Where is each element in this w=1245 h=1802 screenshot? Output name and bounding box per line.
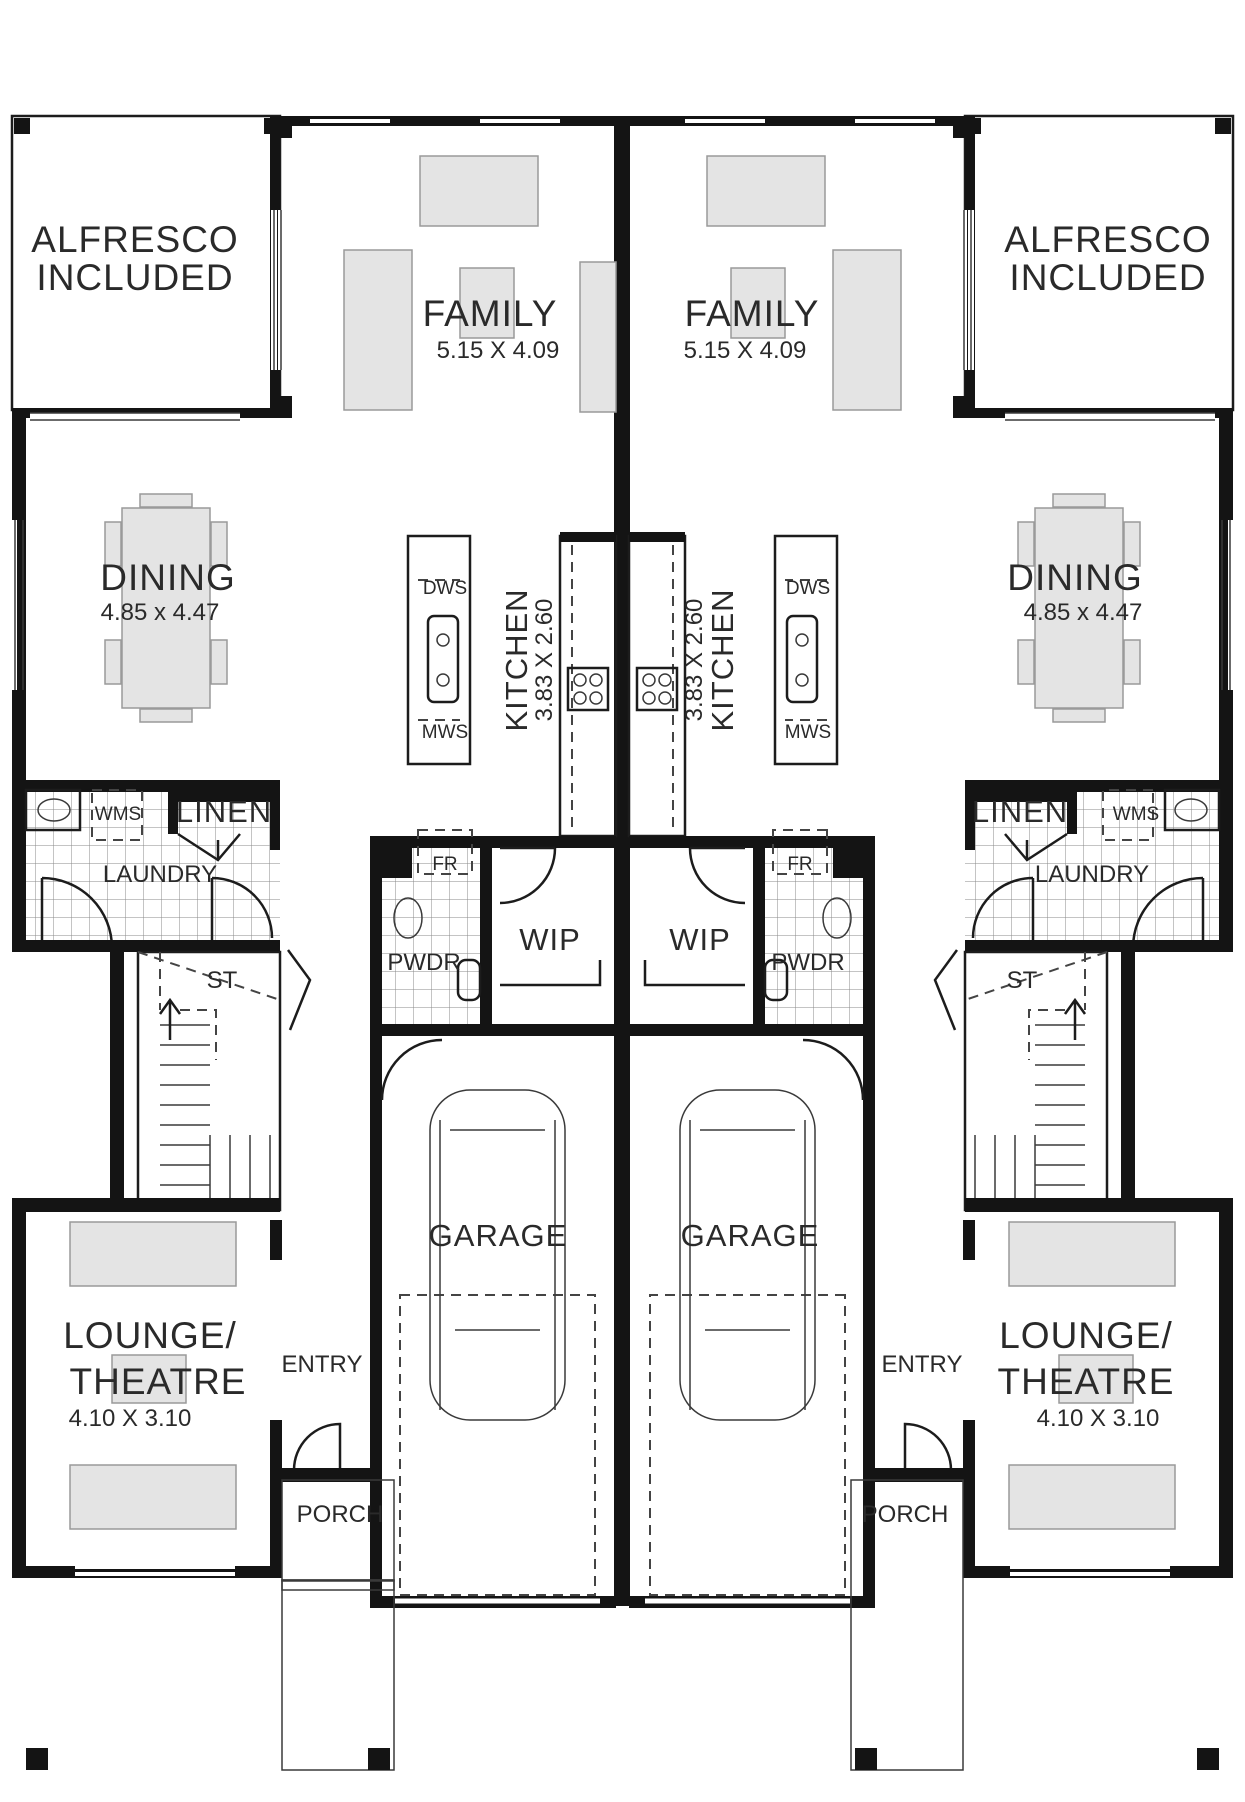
label-alfresco-left-line1: ALFRESCO [31,219,238,260]
label-dining-left-dim: 4.85 x 4.47 [101,599,220,626]
label-dws-left: DWS [423,578,467,599]
label-alfresco-right-line1: ALFRESCO [1004,219,1211,260]
label-st-right: ST [1007,967,1038,994]
label-laundry-right: LAUNDRY [1035,861,1149,888]
tv-unit-left [579,261,617,413]
sofa-lounge-top-left [69,1221,237,1287]
label-porch-right: PORCH [862,1501,949,1528]
label-porch-left: PORCH [297,1501,384,1528]
label-dining-right-dim: 4.85 x 4.47 [1024,599,1143,626]
label-entry-left: ENTRY [282,1351,363,1378]
label-garage-right: GARAGE [681,1218,820,1253]
label-kitchen-right: KITCHEN [705,588,740,731]
sofa-family-side-left [343,249,413,411]
label-garage-left: GARAGE [429,1218,568,1253]
label-dining-left: DINING [100,557,236,598]
label-lounge-right-line2: THEATRE [998,1361,1175,1402]
label-st-left: ST [207,967,238,994]
label-fr-left: FR [432,854,457,875]
label-lounge-left-dim: 4.10 X 3.10 [69,1405,192,1432]
label-kitchen-left-dim: 3.83 X 2.60 [531,599,558,722]
kitchen-island-left [406,534,472,766]
label-dining-right: DINING [1007,557,1143,598]
label-laundry-left: LAUNDRY [103,861,217,888]
label-kitchen-right-dim: 3.83 X 2.60 [681,599,708,722]
label-mws-left: MWS [422,722,468,743]
label-lounge-left-line1: LOUNGE/ [63,1315,237,1356]
label-fr-right: FR [787,854,812,875]
room-labels: ALFRESCO INCLUDED FAMILY 5.15 X 4.09 DIN… [31,219,1211,1528]
label-pwdr-left: PWDR [387,949,460,976]
label-linen-right: LINEN [972,794,1068,829]
label-kitchen-left: KITCHEN [499,588,534,731]
sofa-family-top-left [419,155,539,227]
wall-top [270,116,615,126]
label-lounge-right-line1: LOUNGE/ [999,1315,1173,1356]
label-mws-right: MWS [785,722,831,743]
label-pwdr-right: PWDR [771,949,844,976]
car-left [429,1089,566,1421]
label-alfresco-right-line2: INCLUDED [1009,257,1206,298]
label-family-right: FAMILY [685,293,820,334]
dining-table-left [121,507,211,709]
label-entry-right: ENTRY [882,1351,963,1378]
label-wip-left: WIP [519,922,581,957]
party-wall [614,116,630,1606]
label-wms-left: WMS [95,804,141,825]
unit-right [627,114,1235,1771]
label-family-left-dim: 5.15 X 4.09 [437,337,560,364]
unit-left [10,114,630,1771]
label-lounge-right-dim: 4.10 X 3.10 [1037,1405,1160,1432]
label-alfresco-left-line2: INCLUDED [36,257,233,298]
laundry-floor-left [26,792,280,948]
label-dws-right: DWS [786,578,830,599]
label-wms-right: WMS [1113,804,1159,825]
porch-left [281,1479,395,1771]
coffee-table-left [459,267,515,339]
label-family-left: FAMILY [423,293,558,334]
label-wip-right: WIP [669,922,731,957]
label-lounge-left-line2: THEATRE [70,1361,247,1402]
label-linen-left: LINEN [176,794,272,829]
label-family-right-dim: 5.15 X 4.09 [684,337,807,364]
sofa-lounge-bottom-left [69,1464,237,1530]
